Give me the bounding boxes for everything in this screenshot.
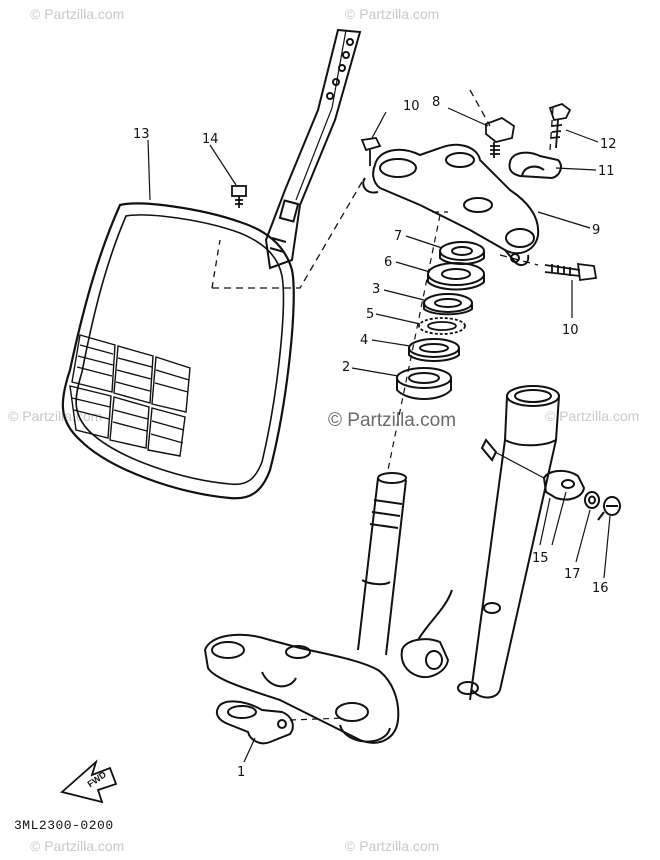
callout-5: 5 [366, 307, 374, 322]
watermark-bottom-left: © Partzilla.com [30, 838, 125, 854]
steering-stem [357, 472, 407, 656]
callout-13: 13 [133, 127, 150, 142]
diagram-code: 3ML2300-0200 [14, 818, 114, 833]
plate-mount-strap [264, 28, 362, 270]
callout-10-upper: 10 [403, 99, 420, 114]
callout-16: 16 [592, 581, 609, 596]
clamp-1 [215, 700, 346, 745]
race-4 [408, 338, 460, 362]
screw-16 [597, 496, 621, 521]
callout-9: 9 [592, 223, 600, 238]
callout-10-lower: 10 [562, 323, 579, 338]
watermark-mid-right: © Partzilla.com [545, 408, 640, 424]
fork-lower-guard [400, 589, 453, 678]
handlebar-clamp-11 [508, 151, 562, 180]
callout-8: 8 [432, 95, 440, 110]
washer-6 [427, 262, 485, 291]
ring-nut-7 [439, 241, 485, 265]
callout-14: 14 [202, 132, 219, 147]
leader-lines [147, 107, 611, 763]
watermark-bottom-right: © Partzilla.com [345, 838, 440, 854]
grille [69, 334, 191, 457]
bolt-10-upper [360, 137, 382, 166]
race-3 [423, 293, 473, 316]
fork-outer-tube [457, 385, 560, 701]
bolt-8 [485, 116, 515, 158]
callout-1: 1 [237, 765, 245, 780]
callout-2: 2 [342, 360, 350, 375]
bearing-5 [418, 317, 466, 335]
watermark-top-right: © Partzilla.com [345, 6, 440, 22]
bolt-12 [548, 102, 572, 149]
watermark-center: © Partzilla.com [328, 410, 457, 431]
callout-15: 15 [532, 551, 549, 566]
number-plate [61, 202, 295, 500]
callout-7: 7 [394, 229, 402, 244]
bolt-10-lower [544, 262, 598, 282]
lower-bracket [203, 633, 400, 744]
upper-bracket [362, 143, 540, 267]
callout-12: 12 [600, 137, 617, 152]
watermark-mid-left: © Partzilla.com [8, 408, 103, 424]
fwd-arrow-icon: FWD [60, 759, 118, 804]
callout-11: 11 [598, 164, 615, 179]
callout-17: 17 [564, 567, 581, 582]
callout-6: 6 [384, 255, 392, 270]
callout-3: 3 [372, 282, 380, 297]
watermark-top-left: © Partzilla.com [30, 6, 125, 22]
brake-hose-guide-15 [494, 451, 586, 501]
bearing-2 [396, 367, 452, 400]
washer-17 [584, 491, 600, 509]
screw-14 [231, 185, 247, 208]
callout-4: 4 [360, 333, 368, 348]
